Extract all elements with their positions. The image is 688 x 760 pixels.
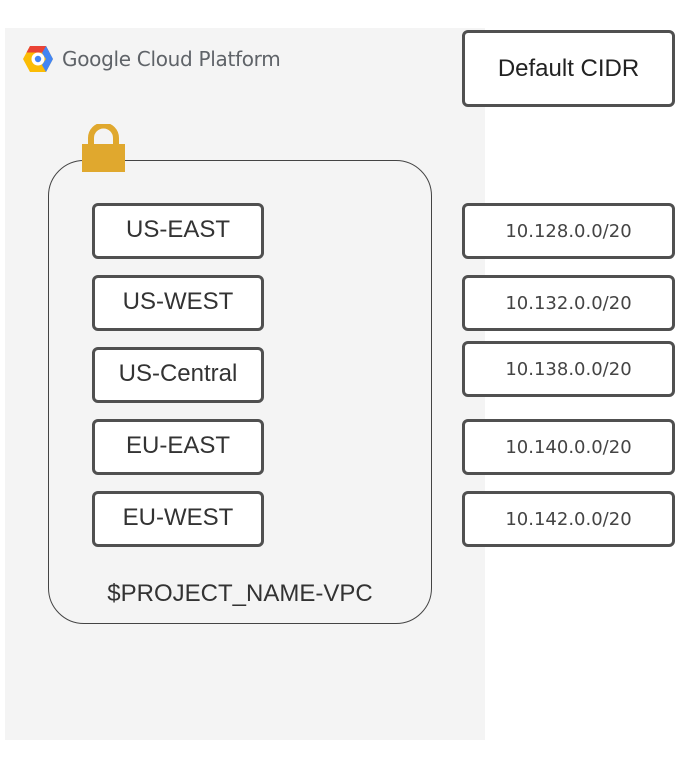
cidr-box-us-east: 10.128.0.0/20 [462, 203, 675, 259]
region-label: US-Central [118, 360, 238, 387]
cidr-label: 10.140.0.0/20 [505, 436, 632, 458]
cidr-label: 10.132.0.0/20 [505, 292, 632, 314]
cidr-box-eu-west: 10.142.0.0/20 [462, 491, 675, 547]
cidr-header-box: Default CIDR [462, 30, 675, 107]
cidr-header-label: Default CIDR [497, 54, 640, 82]
gcp-wordmark: Google Cloud Platform [62, 47, 281, 71]
lock-icon [81, 122, 126, 172]
region-box-us-west: US-WEST [92, 275, 264, 331]
cidr-label: 10.142.0.0/20 [505, 508, 632, 530]
gcp-hexagon-logo-icon [22, 45, 54, 73]
region-box-us-east: US-EAST [92, 203, 264, 259]
vpc-container [48, 160, 432, 624]
region-label: EU-WEST [122, 504, 234, 531]
cidr-label: 10.138.0.0/20 [505, 358, 632, 380]
cidr-label: 10.128.0.0/20 [505, 220, 632, 242]
region-label: US-WEST [122, 288, 234, 315]
cidr-box-us-west: 10.132.0.0/20 [462, 275, 675, 331]
region-box-eu-east: EU-EAST [92, 419, 264, 475]
region-label: EU-EAST [125, 432, 230, 459]
gcp-logo: Google Cloud Platform [22, 44, 281, 74]
cidr-box-us-central: 10.138.0.0/20 [462, 341, 675, 397]
vpc-name-label: $PROJECT_NAME-VPC [107, 580, 373, 607]
cidr-box-eu-east: 10.140.0.0/20 [462, 419, 675, 475]
region-box-us-central: US-Central [92, 347, 264, 403]
region-label: US-EAST [125, 216, 230, 243]
region-box-eu-west: EU-WEST [92, 491, 264, 547]
